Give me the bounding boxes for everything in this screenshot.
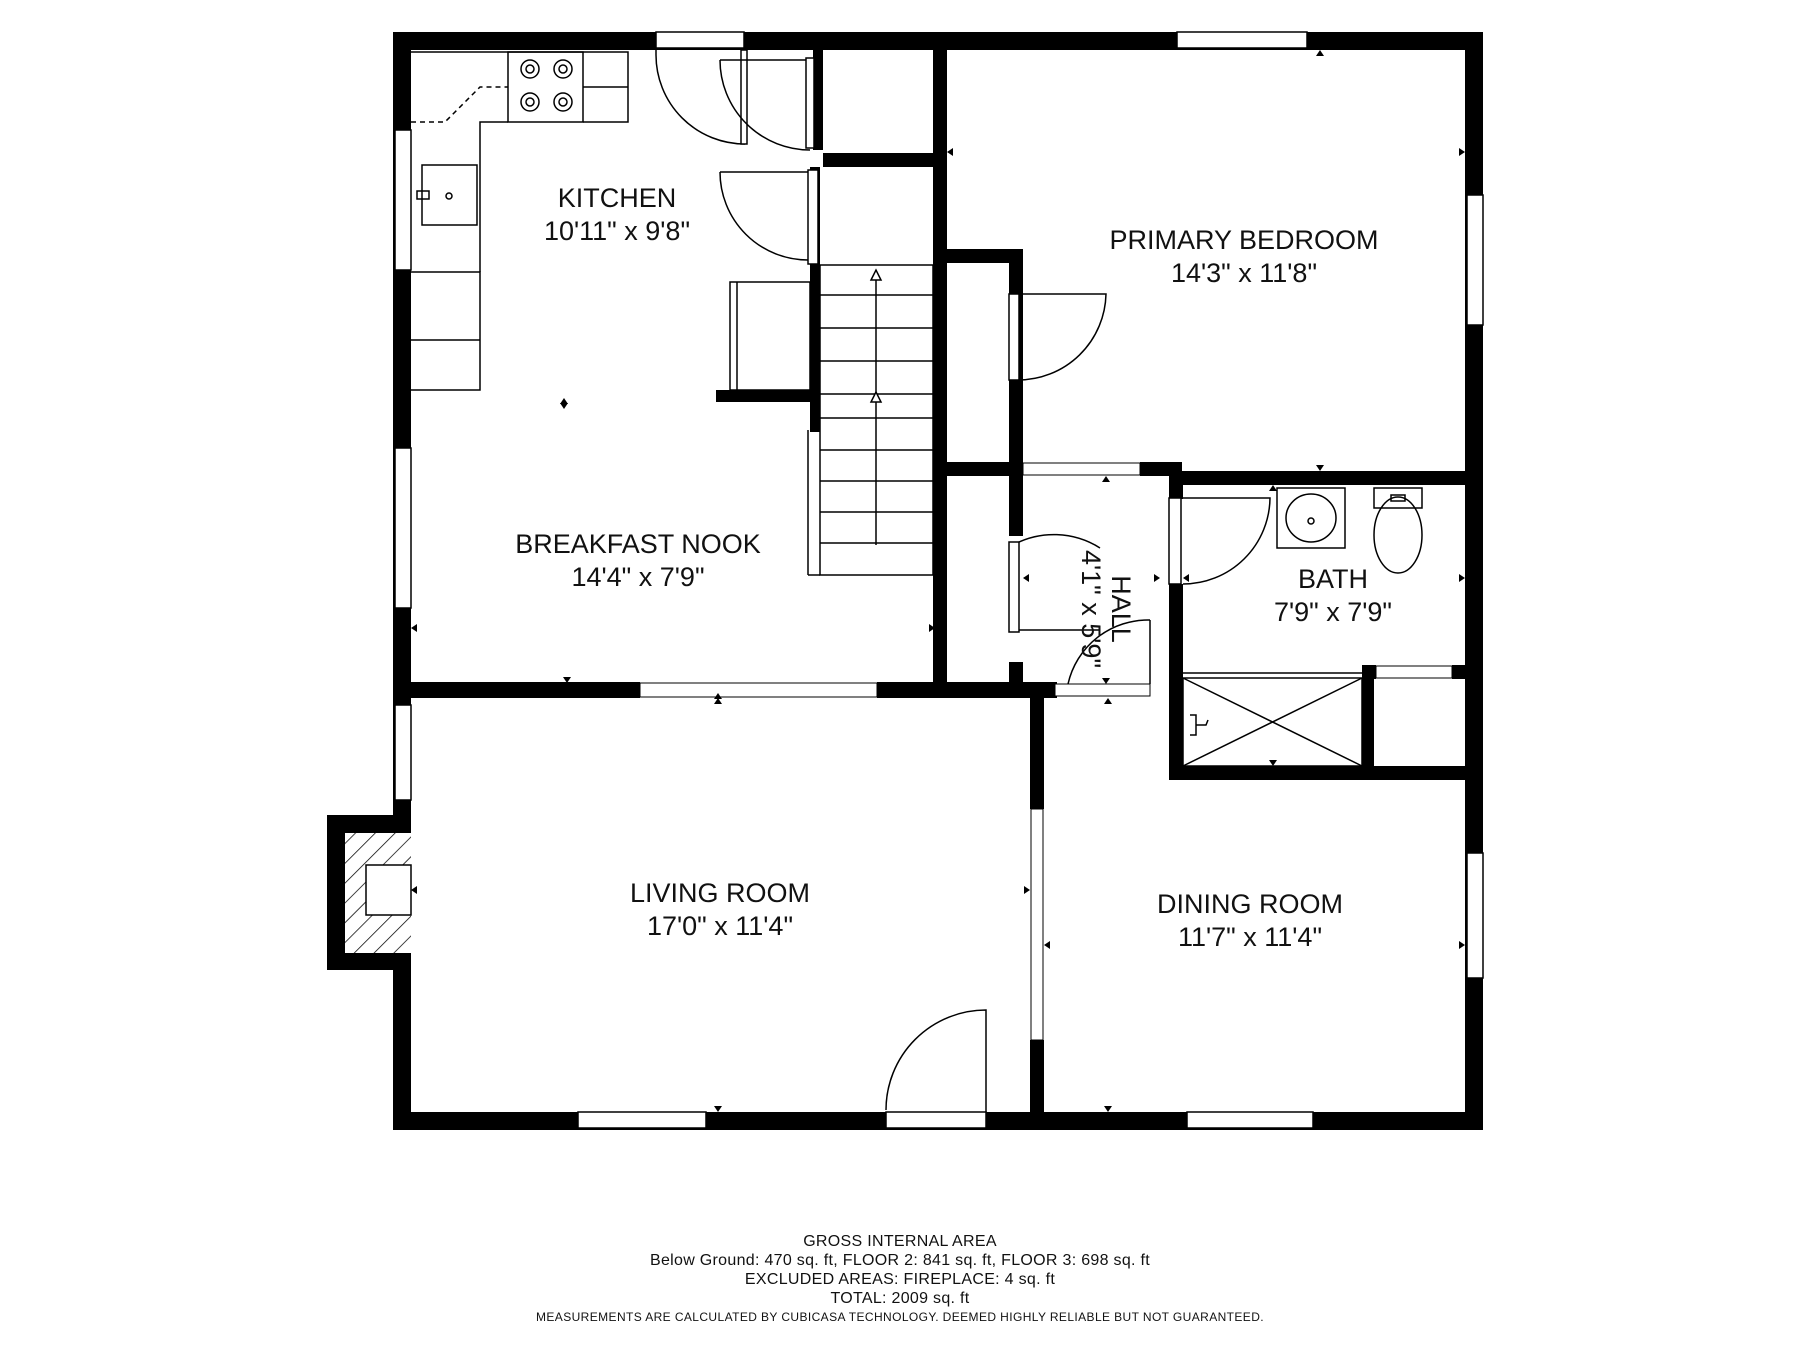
area-summary: GROSS INTERNAL AREA Below Ground: 470 sq… <box>0 1232 1800 1326</box>
dining-room-dims: 11'7" x 11'4" <box>1178 922 1322 952</box>
window-right-dining <box>1466 852 1484 979</box>
hall-dims: 4'1" x 5'9" <box>1076 550 1106 668</box>
wall-nook-living-right <box>877 682 1057 698</box>
wall-bath-shelf-r <box>1452 665 1466 679</box>
wall-stair-closet-mid <box>823 153 933 167</box>
wall-living-dining-top <box>1030 684 1044 809</box>
opening-nook-living <box>639 682 878 698</box>
kitchen-fixtures <box>411 51 811 391</box>
door-front <box>885 1009 987 1112</box>
door-stair <box>719 171 810 261</box>
opening-living-dining <box>1030 808 1044 1041</box>
wall-closet-top <box>947 249 1021 263</box>
door-kitchen-exterior <box>655 50 746 145</box>
wall-stair-closet-top <box>813 50 823 150</box>
disclaimer: MEASUREMENTS ARE CALCULATED BY CUBICASA … <box>536 1310 1264 1324</box>
wall-bath-shelf <box>1362 665 1376 679</box>
kitchen-name: KITCHEN <box>558 183 677 213</box>
room-labels: KITCHEN 10'11" x 9'8" BREAKFAST NOOK 14'… <box>515 183 1392 952</box>
wall-hall-left <box>1009 476 1023 536</box>
wall-kitchen-bedroom <box>933 50 947 695</box>
hall-name: HALL <box>1106 575 1136 643</box>
living-room-dims: 17'0" x 11'4" <box>647 911 793 941</box>
floor-areas: Below Ground: 470 sq. ft, FLOOR 2: 841 s… <box>649 1252 1151 1269</box>
opening-hall-top <box>1022 462 1141 476</box>
area-heading: GROSS INTERNAL AREA <box>803 1233 997 1250</box>
windows <box>394 31 1484 1129</box>
breakfast-nook-name: BREAKFAST NOOK <box>515 529 761 559</box>
bath-vanity <box>1276 487 1346 549</box>
window-bottom-dining <box>1186 1111 1314 1129</box>
bath-dims: 7'9" x 7'9" <box>1274 597 1392 627</box>
wall-closet-bottom <box>947 462 1023 476</box>
opening-bath-shelf <box>1375 665 1453 679</box>
window-left-living <box>394 704 412 801</box>
toilet-bowl <box>1373 496 1423 574</box>
wall-hall-bottom-left <box>1045 684 1055 698</box>
refrigerator <box>729 281 811 391</box>
fireplace <box>345 833 412 953</box>
door-bath <box>1182 497 1271 585</box>
wall-top <box>393 32 1483 50</box>
wall-counter-stub <box>716 390 813 402</box>
wall-living-dining-bottom <box>1030 1040 1044 1120</box>
dining-room-name: DINING ROOM <box>1157 889 1343 919</box>
window-left-nook <box>394 447 412 609</box>
dimension-markers <box>411 50 1465 1112</box>
door-bedroom-closet <box>1017 293 1107 381</box>
kitchen-sink <box>421 164 478 226</box>
window-right-bedroom <box>1466 194 1484 326</box>
window-bottom-door <box>885 1111 987 1129</box>
wall-bath-left-low <box>1169 584 1183 779</box>
wall-bath-left <box>1169 471 1183 499</box>
wall-stair-left <box>810 167 820 432</box>
living-room-name: LIVING ROOM <box>630 878 810 908</box>
breakfast-nook-dims: 14'4" x 7'9" <box>571 562 704 592</box>
bath-name: BATH <box>1298 564 1368 594</box>
opening-hall-bottom <box>1054 683 1151 697</box>
window-bottom-living <box>577 1111 707 1129</box>
window-left-kitchen <box>394 129 412 271</box>
wall-bath-bottom <box>1169 766 1466 780</box>
window-top-bedroom <box>1176 31 1308 49</box>
stove <box>507 51 584 123</box>
wall-nook-living-left <box>393 682 640 698</box>
toilet-tank <box>1373 487 1423 509</box>
door-closet-top <box>719 59 811 151</box>
bath-fixtures <box>1182 487 1423 767</box>
primary-bedroom-dims: 14'3" x 11'8" <box>1171 258 1317 288</box>
doors <box>655 49 1271 1112</box>
total-area: TOTAL: 2009 sq. ft <box>830 1290 970 1307</box>
wall-bath-top <box>1176 471 1466 485</box>
primary-bedroom-name: PRIMARY BEDROOM <box>1109 225 1378 255</box>
shower <box>1182 677 1363 767</box>
kitchen-dims: 10'11" x 9'8" <box>544 216 690 246</box>
excluded-areas: EXCLUDED AREAS: FIREPLACE: 4 sq. ft <box>744 1271 1056 1288</box>
wall-bath-divider <box>1362 665 1374 772</box>
openings <box>639 462 1453 1041</box>
window-top-kitchen <box>655 31 745 49</box>
stairs <box>807 264 934 576</box>
